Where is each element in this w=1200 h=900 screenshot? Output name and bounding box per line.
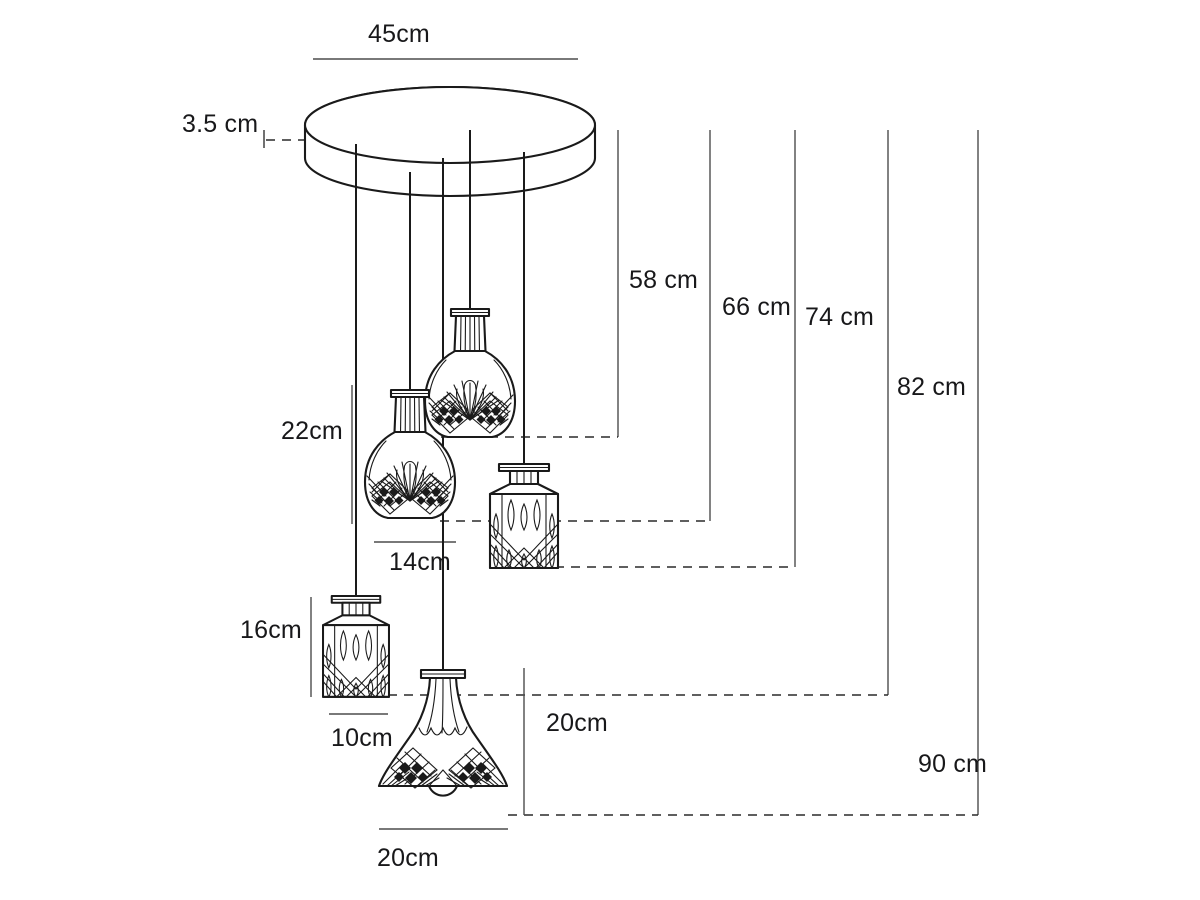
pendant-decanter-upper-right	[423, 307, 517, 439]
label-10cm: 10cm	[331, 724, 393, 752]
label-82cm: 82 cm	[897, 373, 967, 401]
label-74cm: 74 cm	[805, 303, 875, 331]
label-45cm: 45cm	[368, 20, 430, 48]
label-58cm: 58 cm	[629, 266, 699, 294]
pendant-flare-bottom	[377, 668, 509, 797]
label-14cm: 14cm	[389, 548, 451, 576]
label-22cm: 22cm	[281, 417, 343, 445]
label-3-5cm: 3.5 cm	[182, 110, 259, 138]
dimension-lines	[263, 58, 979, 830]
ceiling-canopy	[303, 85, 597, 198]
label-90cm: 90 cm	[918, 750, 988, 778]
label-16cm: 16cm	[240, 616, 302, 644]
pendant-square-lower-left	[322, 594, 390, 698]
label-20cm-height: 20cm	[546, 709, 608, 737]
label-66cm: 66 cm	[722, 293, 792, 321]
pendant-square-middle-right	[488, 462, 560, 570]
label-20cm-width: 20cm	[377, 844, 439, 872]
